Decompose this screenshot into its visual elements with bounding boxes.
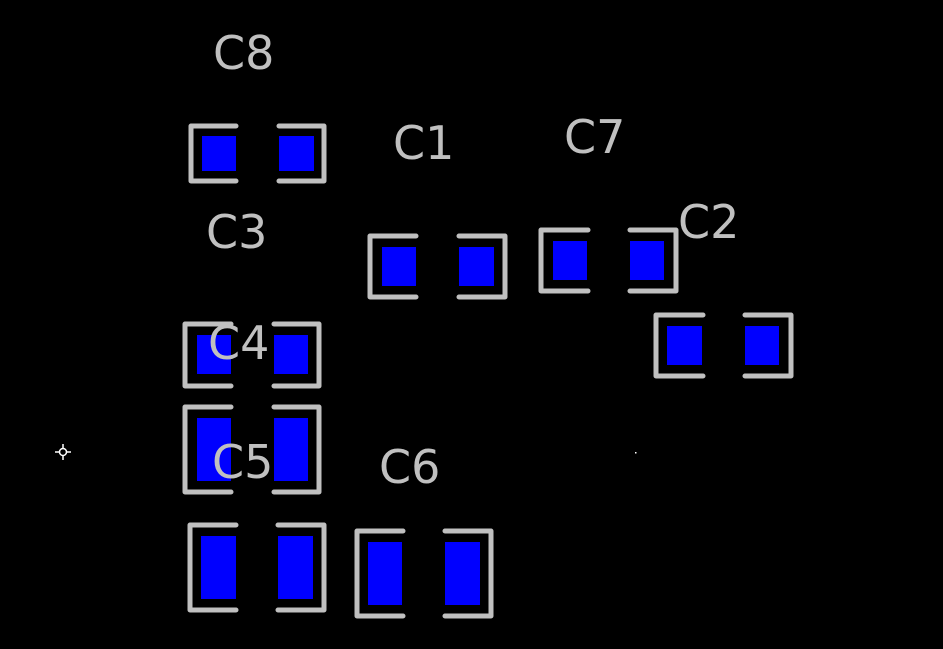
pad-1[interactable] [201, 536, 236, 599]
component-c6[interactable]: C6 [354, 440, 494, 619]
pad-2[interactable] [445, 542, 480, 605]
silkscreen-outline-right [742, 312, 794, 379]
silkscreen-outline-left [182, 404, 234, 495]
refdes-c4[interactable]: C4 [208, 316, 269, 370]
refdes-c1[interactable]: C1 [393, 116, 454, 170]
silkscreen-outline-right [276, 123, 327, 184]
pad-1[interactable] [197, 335, 231, 374]
pad-1[interactable] [553, 241, 587, 280]
dot-icon [635, 452, 637, 454]
refdes-c6[interactable]: C6 [379, 440, 440, 494]
silkscreen-outline-right [275, 522, 327, 613]
component-c2[interactable]: C2 [653, 195, 794, 379]
pad-1[interactable] [667, 326, 702, 365]
pad-1[interactable] [368, 542, 402, 605]
pad-1[interactable] [202, 136, 236, 171]
refdes-c5[interactable]: C5 [212, 435, 273, 489]
silkscreen-outline-left [538, 227, 591, 294]
silkscreen-outline-right [271, 321, 322, 389]
component-c7[interactable]: C7 [538, 110, 679, 294]
crosshair-icon [55, 444, 71, 460]
silkscreen-outline-left [653, 312, 706, 379]
component-c4[interactable]: C4 [182, 316, 322, 389]
pad-2[interactable] [274, 335, 308, 374]
pad-2[interactable] [279, 136, 314, 171]
silkscreen-outline-right [627, 227, 679, 294]
silkscreen-outline-right [271, 404, 322, 495]
silkscreen-outline-left [354, 528, 406, 619]
silkscreen-outline-left [367, 233, 419, 300]
silkscreen-outline-left [182, 321, 234, 389]
component-c1[interactable]: C1 [367, 116, 508, 300]
pad-2[interactable] [274, 418, 308, 481]
refdes-c8[interactable]: C8 [213, 26, 274, 80]
pad-2[interactable] [278, 536, 313, 599]
pad-1[interactable] [197, 418, 231, 481]
pad-2[interactable] [459, 247, 494, 286]
silkscreen-outline-left [187, 522, 239, 613]
pad-2[interactable] [630, 241, 664, 280]
silkscreen-outline-right [442, 528, 494, 619]
refdes-c2[interactable]: C2 [678, 195, 739, 249]
component-c5[interactable]: C5 [182, 404, 322, 495]
silkscreen-outline-left [188, 123, 239, 184]
pad-1[interactable] [382, 247, 416, 286]
refdes-c3[interactable]: C3 [206, 205, 267, 259]
silkscreen-outline-right [456, 233, 508, 300]
pad-2[interactable] [745, 326, 779, 365]
component-c3[interactable]: C3 [187, 205, 327, 613]
component-c8[interactable]: C8 [188, 26, 327, 184]
refdes-c7[interactable]: C7 [564, 110, 625, 164]
